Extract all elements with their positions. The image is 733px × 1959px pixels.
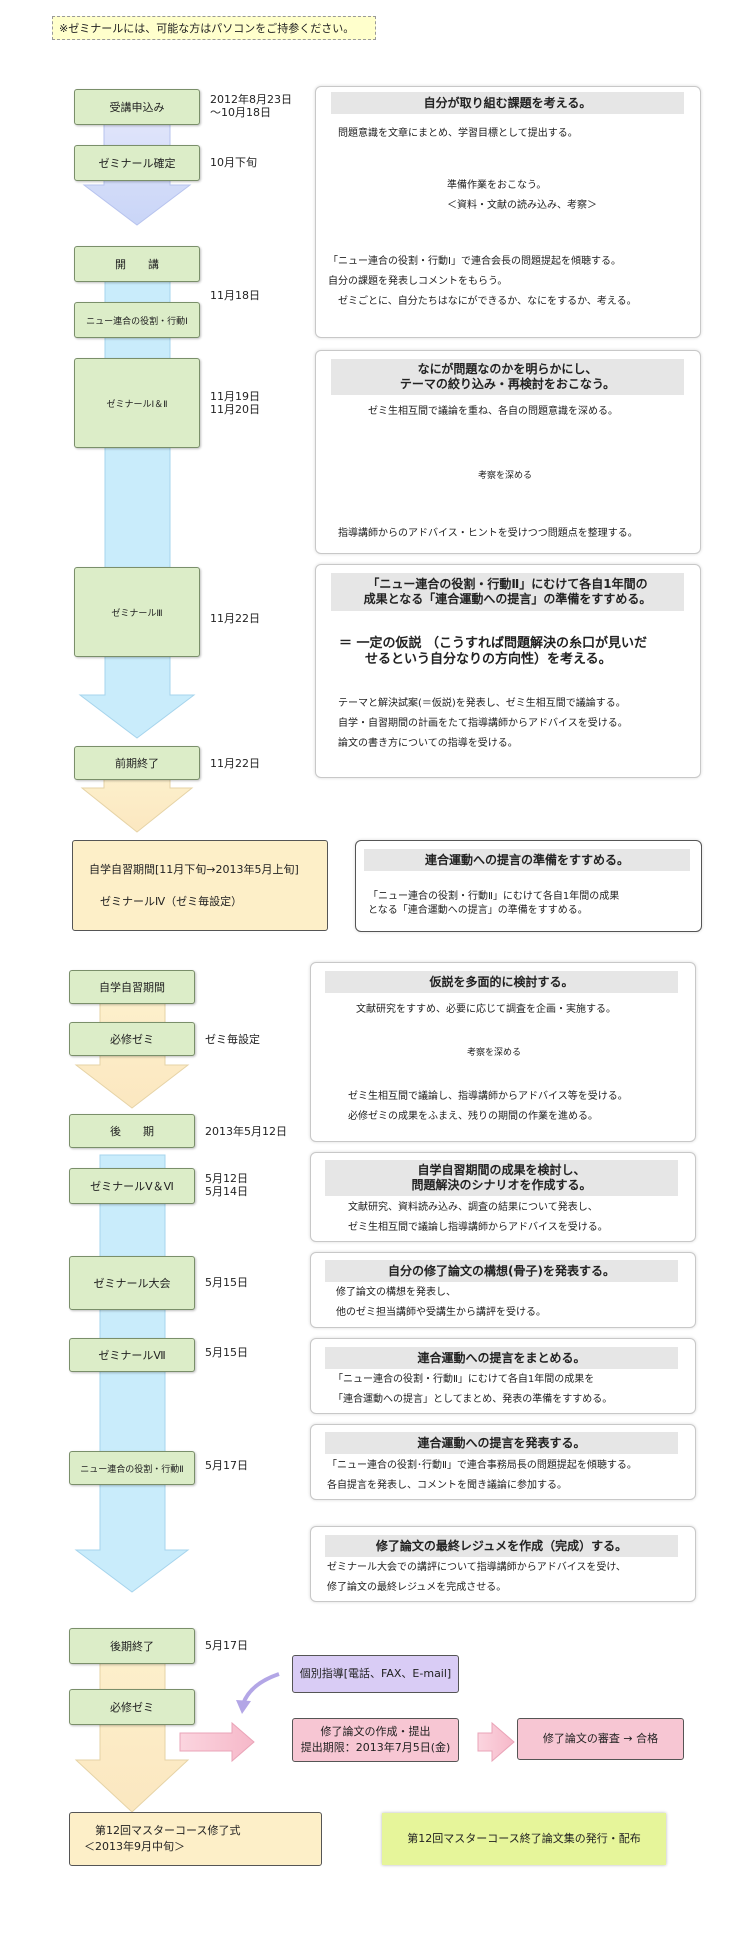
stage-new-union-2: ニュー連合の役割・行動Ⅱ	[69, 1451, 195, 1485]
stage-opening: 開 講	[74, 246, 200, 282]
panel-final-resume-title: 修了論文の最終レジュメを作成（完成）する。	[325, 1535, 678, 1557]
panel-prep-union-lines: 「ニュー連合の役割・行動Ⅱ」にむけて各自1年間の成果 となる「連合運動への提言」…	[368, 891, 620, 916]
date-conference: 5月15日	[205, 1276, 248, 1289]
date-confirm: 10月下旬	[210, 156, 257, 169]
panel-present-title: 連合運動への提言を発表する。	[325, 1432, 678, 1454]
arrow-first-end-to-self-study	[80, 774, 194, 833]
panel-present-lines: 「ニュー連合の役割･行動Ⅱ」で連合事務局長の問題提起を傾聴する。 各自提言を発表…	[327, 1460, 637, 1491]
panel-outline-lines: 修了論文の構想を発表し、 他のゼミ担当講師や受講生から講評を受ける。	[336, 1287, 546, 1318]
arrow-second-term-to-second-end	[74, 1154, 190, 1593]
date-seminar-7: 5月15日	[205, 1346, 248, 1359]
date-second-end: 5月17日	[205, 1639, 248, 1652]
stage-seminar-5-6: ゼミナールⅤ＆Ⅵ	[69, 1168, 195, 1204]
date-new-union-2: 5月17日	[205, 1459, 248, 1472]
stage-second-end: 後期終了	[69, 1628, 195, 1664]
panel-hypothesis-lines: ゼミ生相互間で議論し、指導講師からアドバイス等を受ける。 必修ゼミの成果をふまえ…	[348, 1091, 628, 1122]
panel-hypothesis-line1: 文献研究をすすめ、必要に応じて調査を企画・実施する。	[356, 1004, 616, 1015]
panel-outline-title: 自分の修了論文の構想(骨子)を発表する。	[325, 1260, 678, 1282]
arrow-second-end-to-ceremony	[74, 1647, 190, 1813]
date-first-end: 11月22日	[210, 757, 260, 770]
panel-topic-line1: 問題意識を文章にまとめ、学習目標として提出する。	[338, 128, 578, 139]
arrow-to-submission	[179, 1721, 255, 1763]
panel-problem-title: なにが問題なのかを明らかにし、 テーマの絞り込み・再検討をおこなう。	[331, 359, 684, 395]
curved-arrow-individual	[241, 1672, 280, 1705]
panel-hypothesis-title: 仮説を多面的に検討する。	[325, 971, 678, 993]
date-seminar-3: 11月22日	[210, 612, 260, 625]
date-required-1: ゼミ毎設定	[205, 1033, 260, 1046]
panel-topic-title: 自分が取り組む課題を考える。	[331, 92, 684, 114]
thesis-review-box: 修了論文の審査 → 合格	[517, 1718, 684, 1760]
self-study-period-box: 自学自習期間[11月下旬→2013年5月上旬] ゼミナールⅣ（ゼミ毎設定）	[72, 840, 328, 931]
stage-first-end: 前期終了	[74, 746, 200, 780]
panel-proposal-prep-title: 「ニュー連合の役割・行動Ⅱ」にむけて各自1年間の 成果となる「連合運動への提言」…	[331, 573, 684, 611]
stage-new-union-1: ニュー連合の役割・行動Ⅰ	[74, 302, 200, 338]
stage-conference: ゼミナール大会	[69, 1256, 195, 1310]
stage-required-1: 必修ゼミ	[69, 1022, 195, 1056]
stage-seminar-3: ゼミナールⅢ	[74, 567, 200, 657]
arrow-to-review	[477, 1721, 515, 1763]
panel-prep-union-title: 連合運動への提言の準備をすすめる。	[364, 849, 690, 871]
panel-final-resume-lines: ゼミナール大会での講評について指導講師からアドバイスを受け、 修了論文の最終レジ…	[327, 1562, 626, 1593]
panel-hypothesis-mid: 考察を深める	[467, 1048, 522, 1058]
date-seminar-1-2: 11月19日 11月20日	[210, 390, 260, 416]
date-opening: 11月18日	[210, 289, 260, 302]
panel-scenario-lines: 文献研究、資料読み込み、調査の結果について発表し、 ゼミ生相互間で議論し指導講師…	[348, 1202, 608, 1233]
arrow-opening-to-first-end	[78, 269, 196, 739]
panel-scenario-title: 自学自習期間の成果を検討し、 問題解決のシナリオを作成する。	[325, 1160, 678, 1196]
panel-summarize-title: 連合運動への提言をまとめる。	[325, 1347, 678, 1369]
panel-topic-line3: 「ニュー連合の役割・行動Ⅰ」で連合会長の問題提起を傾聴する。 自分の課題を発表し…	[328, 256, 637, 307]
stage-required-2: 必修ゼミ	[69, 1689, 195, 1725]
panel-proposal-prep-hypothesis: ＝ 一定の仮説 （こうすれば問題解決の糸口が見いだ せるという自分なりの方向性）…	[339, 636, 648, 667]
panel-problem-mid: 考察を深める	[478, 471, 533, 481]
stage-second-term: 後 期	[69, 1114, 195, 1148]
date-second-term: 2013年5月12日	[205, 1125, 287, 1138]
thesis-collection-box: 第12回マスターコース終了論文集の発行・配布	[382, 1813, 666, 1865]
panel-topic	[315, 86, 701, 338]
completion-ceremony-box: 第12回マスターコース修了式 ＜2013年9月中旬＞	[69, 1812, 322, 1866]
stage-apply: 受講申込み	[74, 89, 200, 125]
panel-summarize-lines: 「ニュー連合の役割・行動Ⅱ」にむけて各自1年間の成果を 「連合運動への提言」とし…	[333, 1374, 613, 1405]
stage-confirm: ゼミナール確定	[74, 145, 200, 181]
stage-self-study: 自学自習期間	[69, 970, 195, 1004]
thesis-submission-box: 修了論文の作成・提出 提出期限：2013年7月5日(金)	[292, 1718, 459, 1762]
panel-topic-line2: 準備作業をおこなう。 ＜資料・文献の読み込み、考察＞	[447, 180, 597, 211]
date-apply: 2012年8月23日 ～10月18日	[210, 93, 292, 119]
panel-proposal-prep-lines: テーマと解決試案(＝仮説)を発表し、ゼミ生相互間で議論する。 自学・自習期間の計…	[338, 698, 628, 749]
pc-note: ※ゼミナールには、可能な方はパソコンをご持参ください。	[52, 16, 376, 40]
stage-seminar-7: ゼミナールⅦ	[69, 1338, 195, 1372]
stage-seminar-1-2: ゼミナールⅠ＆Ⅱ	[74, 358, 200, 448]
panel-problem-line1: ゼミ生相互間で議論を重ね、各自の問題意識を深める。	[368, 406, 618, 417]
date-seminar-5-6: 5月12日 5月14日	[205, 1172, 248, 1198]
individual-guidance-box: 個別指導[電話、FAX、E-mail]	[292, 1655, 459, 1693]
panel-problem-line2: 指導講師からのアドバイス・ヒントを受けつつ問題点を整理する。	[338, 528, 638, 539]
